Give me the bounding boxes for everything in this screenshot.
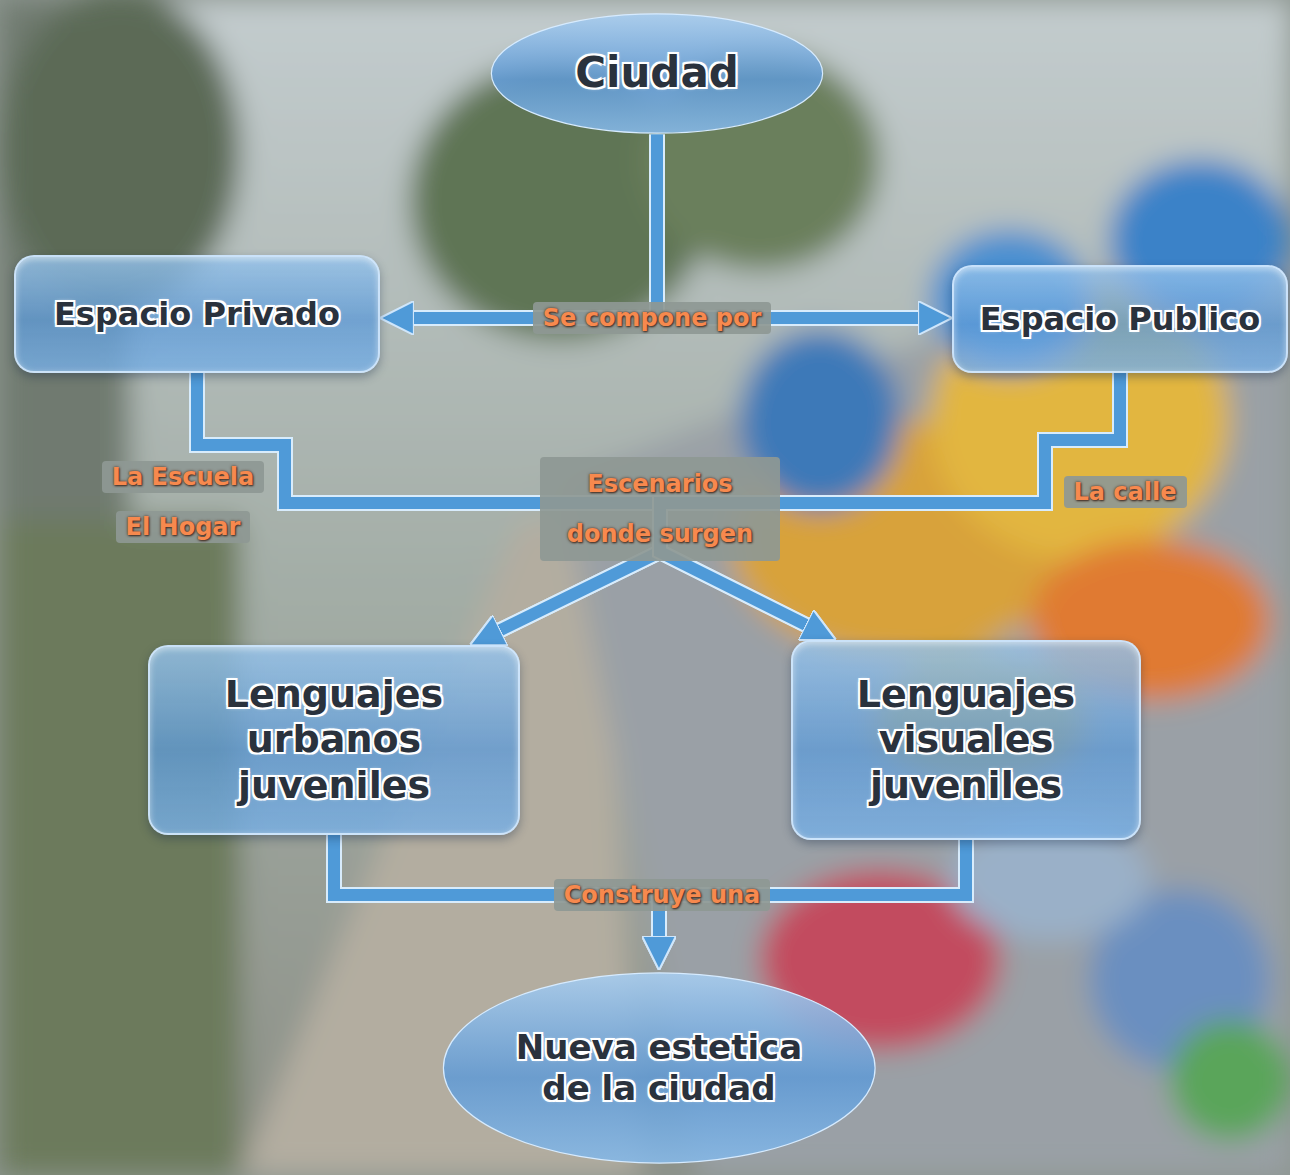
node-text: Lenguajes visuales juveniles xyxy=(836,672,1096,809)
ellipse-shape xyxy=(443,973,875,1163)
ellipse-shape xyxy=(491,13,822,132)
connector-arrow xyxy=(657,135,930,319)
node-text: Ciudad xyxy=(575,48,739,98)
node-text: Nueva estetica de la ciudad xyxy=(514,1027,804,1109)
connector-arrow xyxy=(490,373,1120,635)
connector-edge-glow xyxy=(657,135,930,319)
node-text: Espacio Publico xyxy=(980,300,1261,338)
connector-label: La calle xyxy=(1064,476,1187,508)
connector-label: Escenarios donde surgen xyxy=(540,457,780,561)
concept-box: Lenguajes urbanos juveniles xyxy=(148,645,520,835)
concept-box: Espacio Privado xyxy=(14,255,380,373)
ellipse-node: Ciudad xyxy=(488,12,826,135)
concept-box: Espacio Publico xyxy=(952,265,1288,373)
connector-label: Se compone por xyxy=(533,302,772,334)
ellipse-node: Nueva estetica de la ciudad xyxy=(439,970,880,1166)
connector-edge-glow xyxy=(490,373,1120,635)
connector-label: La Escuela xyxy=(102,461,265,493)
connector-edge-glow xyxy=(402,135,657,319)
connector-arrow xyxy=(402,135,657,319)
node-text: Espacio Privado xyxy=(54,295,340,333)
concept-box: Lenguajes visuales juveniles xyxy=(791,640,1141,840)
connector-label: Construye una xyxy=(554,879,771,911)
connector-label: El Hogar xyxy=(116,511,251,543)
node-text: Lenguajes urbanos juveniles xyxy=(204,672,464,809)
